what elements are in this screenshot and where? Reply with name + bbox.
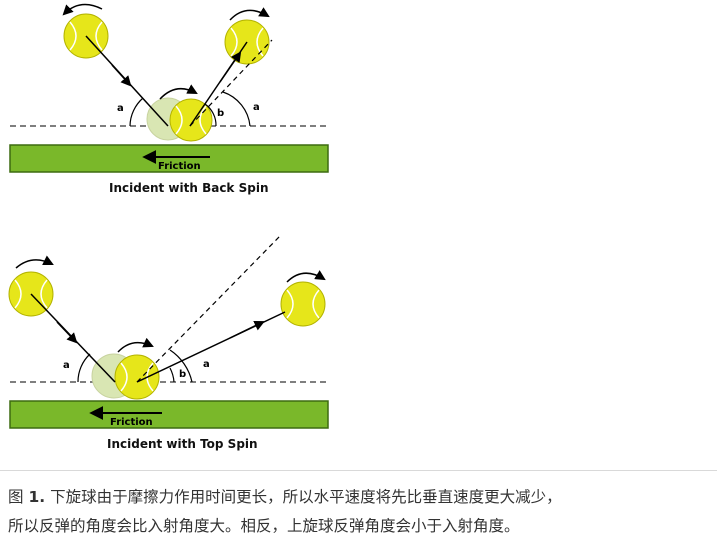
spin-arrow-icon bbox=[159, 84, 198, 100]
angle-arc-incident bbox=[77, 353, 91, 383]
angle-label: a bbox=[203, 359, 210, 370]
angle-arc-rebound-a bbox=[169, 349, 193, 383]
angle-label: b bbox=[217, 108, 224, 119]
spin-arrow-icon bbox=[117, 337, 154, 353]
caption-line-1: 图 1. 下旋球由于摩擦力作用时间更长，所以水平速度将先比垂直速度更大减少， bbox=[8, 483, 709, 512]
angle-label: b bbox=[179, 369, 186, 380]
rebound-arrow bbox=[229, 320, 265, 339]
caption-line-2: 所以反弹的角度会比入射角度大。相反，上旋球反弹角度会小于入射角度。 bbox=[8, 512, 709, 541]
spin-arrow-icon bbox=[286, 270, 326, 283]
tennis-ball-icon bbox=[280, 281, 326, 327]
incident-arrow bbox=[111, 64, 132, 87]
tennis-ball-icon bbox=[114, 354, 160, 400]
friction-label: Friction bbox=[158, 161, 201, 172]
spin-diagram: Friction bbox=[8, 3, 329, 451]
incident-arrow bbox=[56, 321, 78, 344]
angle-arc-rebound-a bbox=[222, 91, 251, 127]
panel-caption: Incident with Top Spin bbox=[107, 437, 258, 451]
angle-label: a bbox=[63, 360, 70, 371]
caption-figure-number: 1. bbox=[28, 488, 46, 506]
angle-label: a bbox=[253, 102, 260, 113]
angle-arc-incident bbox=[129, 97, 144, 127]
caption-text-line-2: 所以反弹的角度会比入射角度大。相反，上旋球反弹角度会小于入射角度。 bbox=[8, 517, 520, 535]
panel-back-spin: Friction bbox=[9, 3, 329, 195]
rebound-arrow bbox=[219, 51, 242, 83]
ground-bar bbox=[9, 144, 329, 173]
friction-label: Friction bbox=[110, 417, 153, 428]
spin-arrow-icon bbox=[15, 255, 54, 269]
tennis-ball-icon bbox=[169, 98, 213, 142]
spin-arrow-icon bbox=[229, 7, 270, 21]
panel-top-spin: Friction a b bbox=[8, 235, 329, 451]
caption-figure-label: 图 bbox=[8, 488, 24, 506]
angle-arc-rebound-b bbox=[204, 103, 217, 127]
angle-label: a bbox=[117, 103, 124, 114]
panel-caption: Incident with Back Spin bbox=[109, 181, 268, 195]
caption-text-line-1: 下旋球由于摩擦力作用时间更长，所以水平速度将先比垂直速度更大减少， bbox=[50, 488, 562, 506]
ground-bar bbox=[9, 400, 329, 429]
spin-arrow-icon bbox=[62, 3, 103, 16]
figure-caption: 图 1. 下旋球由于摩擦力作用时间更长，所以水平速度将先比垂直速度更大减少， 所… bbox=[0, 470, 717, 542]
angle-arc-rebound-b bbox=[169, 367, 175, 383]
expected-path bbox=[136, 235, 281, 383]
expected-path bbox=[189, 39, 273, 127]
